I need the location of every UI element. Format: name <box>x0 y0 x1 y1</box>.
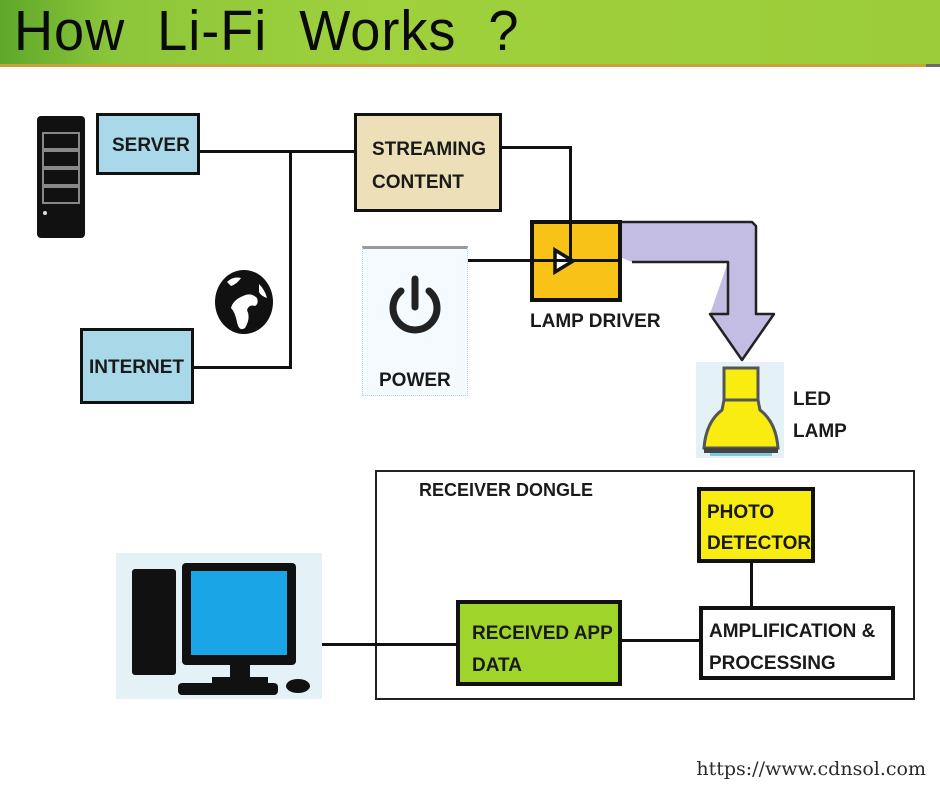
title-banner: How Li-Fi Works ? <box>0 0 940 67</box>
wire-internet-horizontal <box>193 366 292 369</box>
receiver-dongle-label: RECEIVER DONGLE <box>419 480 594 500</box>
received-app-data-box: RECEIVED APP DATA <box>456 600 622 686</box>
wire-server-streaming <box>200 150 356 153</box>
banner-rule <box>926 64 940 67</box>
power-panel: POWER <box>362 246 468 396</box>
desktop-computer-icon <box>116 553 322 699</box>
power-label: POWER <box>379 370 451 391</box>
wire-driver-overlay-h <box>530 259 622 262</box>
streaming-content-box: STREAMING CONTENT <box>354 113 502 212</box>
led-lamp-label-line1: LED <box>793 389 831 410</box>
server-label: SERVER <box>112 135 190 156</box>
server-box: SERVER <box>96 113 200 175</box>
wire-computer-app <box>308 643 458 646</box>
streaming-label-line2: CONTENT <box>372 172 464 193</box>
globe-icon <box>215 270 273 334</box>
amp-label-line1: AMPLIFICATION & <box>709 621 876 642</box>
led-lamp-label-line2: LAMP <box>793 421 847 442</box>
photo-label-line1: PHOTO <box>707 502 775 523</box>
internet-label: INTERNET <box>89 357 184 378</box>
wire-streaming-right <box>502 146 572 149</box>
wire-streaming-down <box>569 146 572 261</box>
amplification-processing-box: AMPLIFICATION & PROCESSING <box>699 606 895 680</box>
source-watermark: https://www.cdnsol.com <box>696 758 926 780</box>
streaming-label-line1: STREAMING <box>372 139 486 160</box>
light-beam-arrow <box>622 220 776 362</box>
app-label-line1: RECEIVED APP <box>472 623 613 644</box>
app-label-line2: DATA <box>472 655 522 676</box>
photo-detector-box: PHOTO DETECTOR <box>697 487 815 563</box>
internet-box: INTERNET <box>80 328 194 404</box>
wire-internet-vertical <box>289 150 292 368</box>
power-icon <box>389 275 441 334</box>
lamp-driver-label: LAMP DRIVER <box>530 311 661 332</box>
wire-driver-overlay-v <box>569 220 572 262</box>
wire-photo-amp <box>750 563 753 608</box>
photo-label-line2: DETECTOR <box>707 533 812 554</box>
receiver-dongle-container: RECEIVER DONGLE <box>375 470 915 700</box>
amp-label-line2: PROCESSING <box>709 653 836 674</box>
server-tower-icon <box>37 116 85 238</box>
page-title: How Li-Fi Works ? <box>14 0 520 63</box>
wire-app-amp <box>620 639 700 642</box>
led-lamp-icon <box>696 362 784 458</box>
